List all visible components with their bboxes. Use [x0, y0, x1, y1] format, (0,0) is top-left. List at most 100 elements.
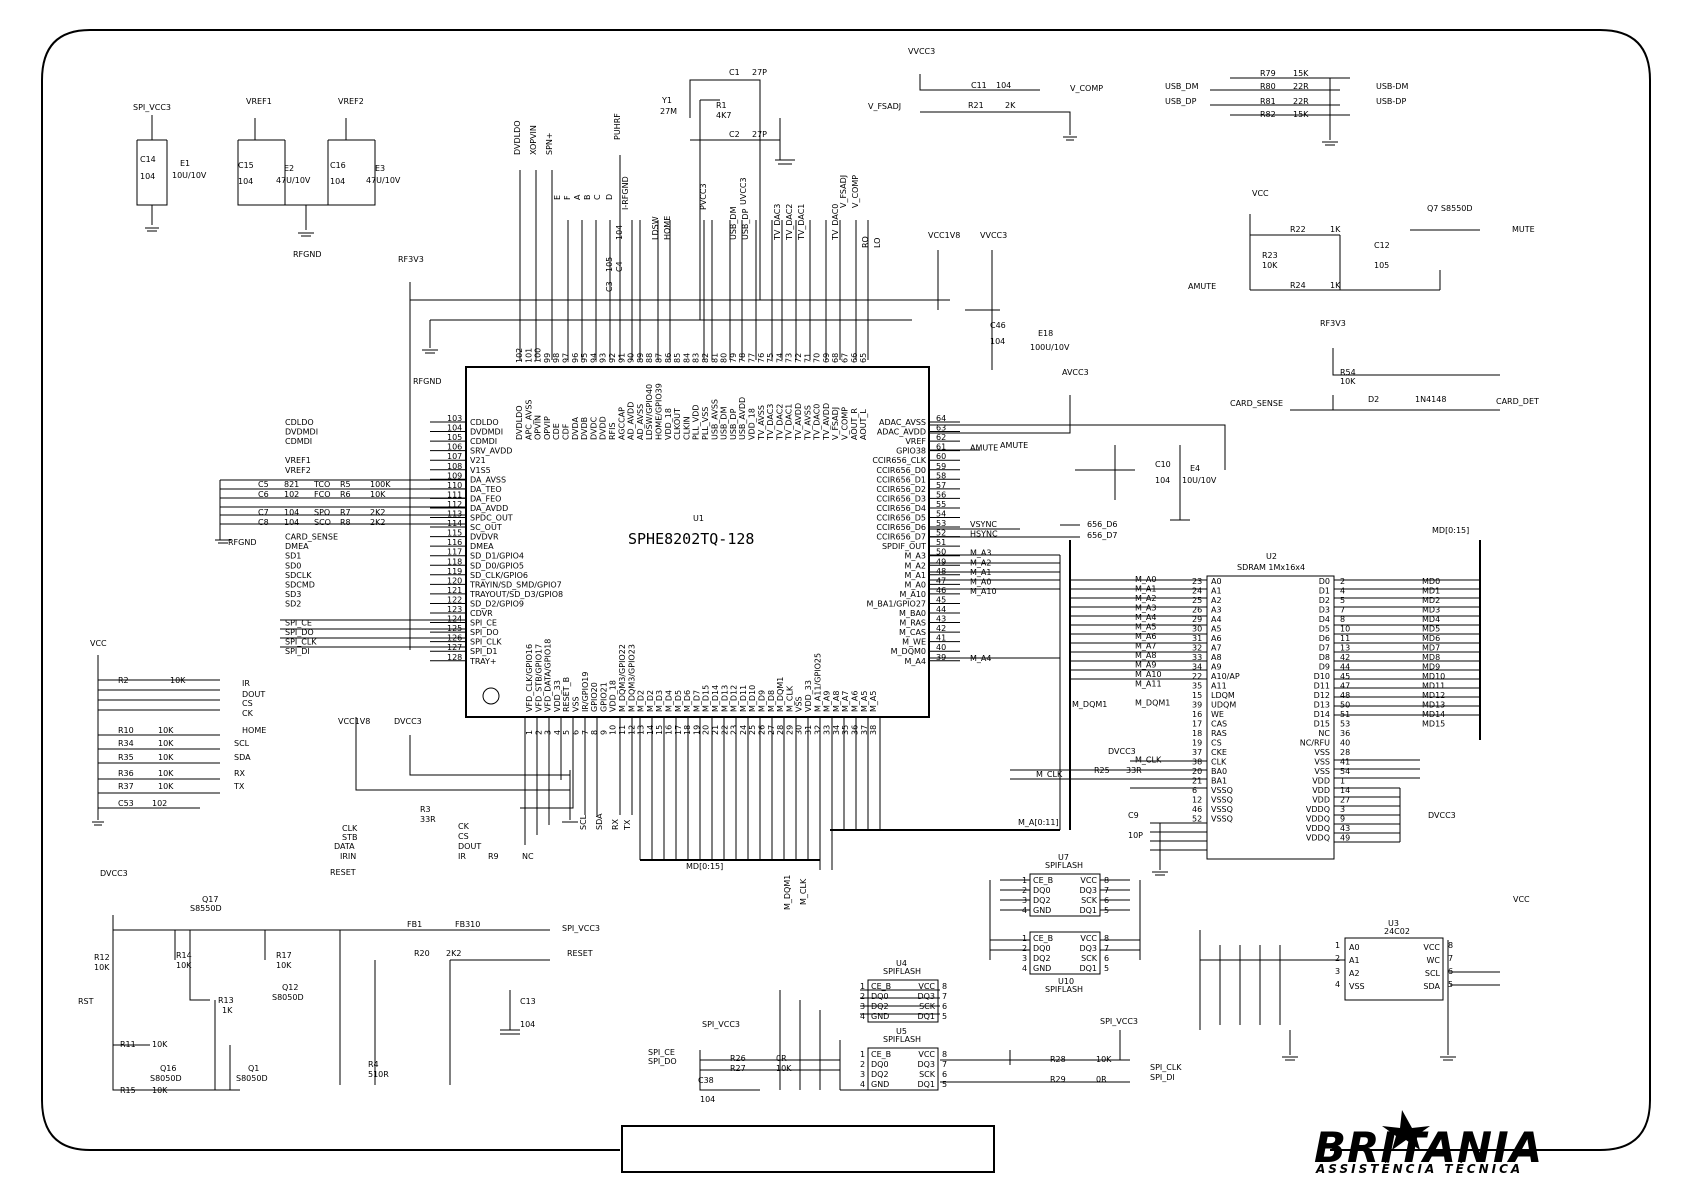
u2-pin-number: 20: [1192, 767, 1202, 776]
u1-pin-name: M_A11/GPIO25: [813, 653, 822, 712]
u1-pin-number: 107: [447, 452, 462, 461]
u2-pin-name: VSSQ: [1211, 796, 1233, 805]
label-c53v: 102: [152, 799, 167, 808]
u2-net-label: MD3: [1422, 606, 1440, 615]
label-e18v: 100U/10V: [1030, 343, 1070, 352]
label-r14: R14: [176, 951, 192, 960]
u1-pin-number: 52: [936, 529, 946, 538]
u7-chip-body: [1029, 873, 1101, 917]
eeprom-pin-name: SCL: [1425, 969, 1441, 978]
u1-pin-number: 76: [757, 353, 766, 363]
u2-pin-number: 48: [1340, 691, 1350, 700]
u1-pin-name: M_A0: [905, 580, 926, 589]
u1-pin-number: 109: [447, 471, 462, 480]
label-mdbus: MD[0:15]: [1432, 526, 1469, 535]
label-q1v: S8050D: [236, 1074, 268, 1083]
u1-pin-name: M_D13: [720, 685, 729, 712]
u1-pin-name: PLL_VSS: [701, 407, 710, 440]
u2-pin-number: 42: [1340, 653, 1350, 662]
label-clk: CLK: [342, 824, 358, 833]
wiring: [92, 74, 1500, 1091]
label-r4v: 510R: [368, 1070, 389, 1079]
label-ir2: IR: [458, 852, 466, 861]
label-card_det: CARD_DET: [1496, 397, 1539, 406]
u2-pin-number: 14: [1340, 786, 1350, 795]
u1-pin-name: M_D10: [748, 685, 757, 712]
u2-pin-name: A2: [1211, 596, 1222, 605]
flash-pin-number: 4: [1022, 964, 1027, 973]
u1-pin-number: 20: [702, 725, 711, 735]
u1-pin-name: VDD_33: [804, 680, 813, 712]
u1-pin-name: OPVIN: [534, 415, 543, 440]
u1-pin-name: ADAC_AVDD: [877, 428, 926, 437]
u2-sdram: U2 SDRAM 1Mx16x4: [1206, 552, 1335, 860]
label-r13v: 1K: [222, 1006, 233, 1015]
label-c7: C7: [258, 508, 269, 517]
u2-pin-number: 33: [1192, 653, 1202, 662]
flash-pin-name: GND: [871, 1012, 889, 1021]
svg-text:SDRAM 1Mx16x4: SDRAM 1Mx16x4: [1237, 563, 1305, 572]
u2-net-label: MD10: [1422, 672, 1445, 681]
u2-pin-name: D5: [1319, 625, 1330, 634]
u1-pin-number: 121: [447, 586, 462, 595]
u2-pin-number: 24: [1192, 587, 1202, 596]
label-r80v: 22R: [1293, 82, 1309, 91]
u1-pin-name: CDLDO: [470, 418, 499, 427]
u2-net-label: M_A7: [1135, 642, 1156, 651]
flash-pin-number: 3: [1022, 954, 1027, 963]
u2-pin-number: 38: [1192, 758, 1202, 767]
label-rx2: RX: [611, 818, 620, 830]
u2-pin-number: 17: [1192, 720, 1202, 729]
u1-pin-number: 103: [447, 414, 462, 423]
u1-pin-number: 124: [447, 615, 462, 624]
u1-net-label: M_A10: [970, 587, 997, 596]
u2-pin-name: D9: [1319, 663, 1330, 672]
u7-ref: U7: [1058, 853, 1069, 862]
label-r26: R26: [730, 1054, 746, 1063]
u1-pin-number: 80: [720, 353, 729, 363]
label-r22: R22: [1290, 225, 1306, 234]
u1-pin-name: OPVIP: [543, 416, 552, 440]
flash-pin-number: 8: [1104, 934, 1109, 943]
u1-pin-number: 66: [850, 353, 859, 363]
u2-pin-number: 39: [1192, 701, 1202, 710]
u2-net-label: M_A5: [1135, 623, 1156, 632]
label-spi_clk2: SPI_CLK: [1150, 1063, 1182, 1072]
label-usb_dm: USB_DM: [729, 206, 738, 240]
u1-pin-number: 91: [617, 353, 626, 363]
u1-pin-number: 1: [525, 730, 534, 735]
label-e1v: 10U/10V: [172, 171, 207, 180]
eeprom-pin-name: VCC: [1423, 943, 1440, 952]
eeprom-pin-name: VSS: [1349, 982, 1365, 991]
flash-pin-number: 2: [860, 992, 865, 1001]
label-vcc1v8a: VCC1V8: [928, 231, 960, 240]
u1-pin-number: 16: [665, 725, 674, 735]
u1-pin-name: M_DQM3/GPIO22: [618, 644, 627, 712]
u1-pin-name: M_WE: [902, 638, 926, 647]
u2-pin-number: 47: [1340, 682, 1350, 691]
u2-pin-name: VDDQ: [1306, 805, 1330, 814]
label-home2: HOME: [242, 726, 266, 735]
label-tv_dac0: TV_DAC0: [831, 204, 840, 241]
label-r27: R27: [730, 1064, 746, 1073]
u2-pin-number: 36: [1340, 729, 1350, 738]
u1-pin-name: CDVR: [470, 609, 493, 618]
eeprom-pin-name: SDA: [1423, 982, 1440, 991]
u1-pin-name: VFD_STB/GPIO17: [534, 644, 543, 712]
u1-pin-number: 122: [447, 595, 462, 604]
u2-pin-name: UDQM: [1211, 701, 1236, 710]
u1-pin-name: TV_DAC3: [766, 404, 775, 441]
u1-pin-number: 36: [851, 725, 860, 735]
u2-pin-name: VSSQ: [1211, 786, 1233, 795]
label-r35: R35: [118, 753, 134, 762]
svg-text:ASSISTÊNCIA TÉCNICA: ASSISTÊNCIA TÉCNICA: [1315, 1161, 1523, 1176]
u2-pin-name: A1: [1211, 587, 1222, 596]
u1-pin-name: VREF: [905, 437, 926, 446]
label-r24: R24: [1290, 281, 1306, 290]
label-y1v: 27M: [660, 107, 677, 116]
u2-pin-name: A7: [1211, 644, 1222, 653]
u1-pin-number: 45: [936, 595, 946, 604]
u1-pin-name: CLKIN: [682, 416, 691, 440]
u1-pin-name: V21: [470, 456, 486, 465]
